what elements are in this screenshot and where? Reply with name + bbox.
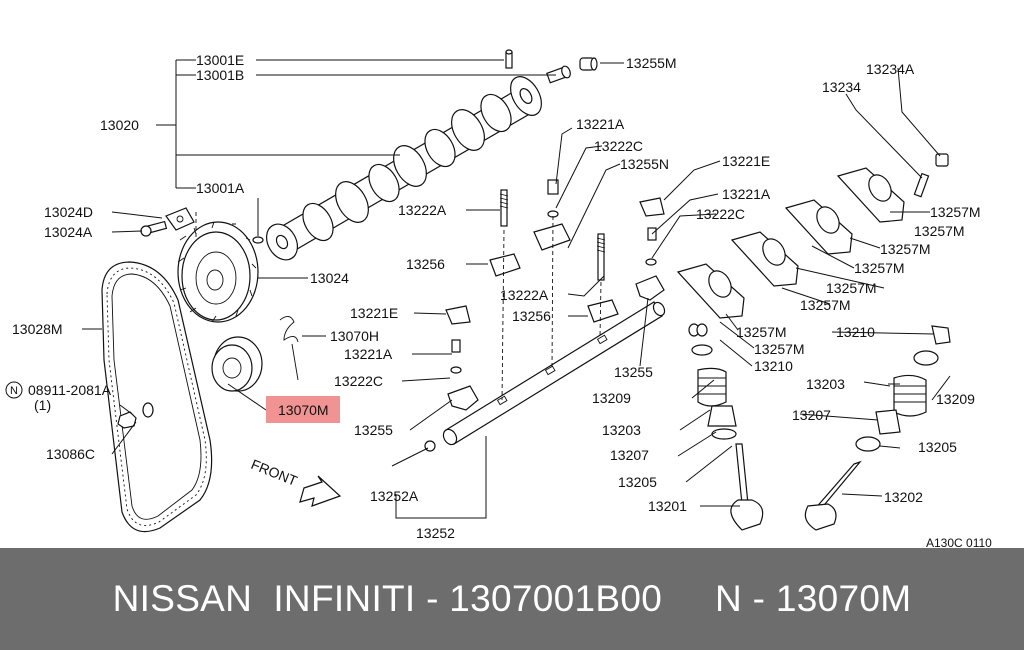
bracket-13221e (445, 197, 665, 325)
label-quantity: (1) (34, 397, 51, 413)
label-13203-left: 13203 (602, 422, 641, 438)
label-08911-2081a: 08911-2081A (28, 382, 112, 398)
label-13257m-1: 13257M (930, 204, 981, 220)
clip-13256 (489, 253, 619, 323)
label-13256-mid: 13256 (512, 308, 551, 324)
label-13234a: 13234A (866, 61, 915, 77)
n-mark-letter: N (10, 385, 18, 397)
sprocket-bolt-13024a (140, 220, 168, 237)
tensioner-spring-13070h (279, 316, 299, 381)
guide-lines (195, 212, 602, 401)
label-13255m: 13255M (626, 55, 677, 71)
label-13221e-left: 13221E (350, 305, 398, 321)
label-13070m: 13070M (278, 402, 329, 418)
tensioner-pulley-13070m (211, 336, 263, 392)
label-13209-right: 13209 (936, 391, 975, 407)
label-13221a-left: 13221A (344, 346, 393, 362)
label-13203-right: 13203 (806, 376, 845, 392)
label-13209-left: 13209 (592, 390, 631, 406)
label-13221a-right: 13221A (722, 186, 771, 202)
label-13222c-right: 13222C (696, 206, 745, 222)
n-mark-icon (5, 381, 23, 399)
leader-lines (82, 59, 951, 519)
retainer-13255n (533, 223, 571, 251)
parts-diagram: 13001E 13001B 13255M 13020 13001A 13024D… (5, 49, 992, 548)
part-labels: 13001E 13001B 13255M 13020 13001A 13024D… (10, 52, 992, 548)
shaft-plug-13252a (424, 440, 436, 452)
label-13207-right: 13207 (792, 407, 831, 423)
sprocket-bracket-13024d (165, 207, 195, 231)
label-13256-left: 13256 (406, 256, 445, 272)
plug-13255m (579, 57, 598, 71)
camshaft-plug (546, 65, 571, 84)
footer-banner: NISSAN INFINITI - 1307001B00 N - 13070M (0, 548, 1024, 650)
label-13255n: 13255N (620, 156, 669, 172)
label-13210-right: 13210 (836, 324, 875, 340)
timing-belt (101, 261, 213, 533)
label-13252: 13252 (416, 525, 455, 541)
label-13257m-2: 13257M (914, 223, 965, 239)
stud-08911 (117, 402, 154, 429)
rocker-shaft-13252 (442, 301, 666, 446)
label-13201: 13201 (648, 498, 687, 514)
label-front: FRONT (249, 456, 300, 489)
label-13255-mid: 13255 (614, 364, 653, 380)
drawing-code: A130C 0110 (926, 536, 992, 548)
label-13024: 13024 (310, 270, 349, 286)
label-13028m: 13028M (12, 321, 63, 337)
rocker-arms-13257m (676, 167, 905, 319)
bolt-13222a (499, 189, 606, 281)
label-13210-left: 13210 (754, 358, 793, 374)
label-13207-left: 13207 (610, 447, 649, 463)
camshaft (265, 76, 542, 261)
label-13202: 13202 (884, 489, 923, 505)
adjust-screw-13234 (913, 153, 949, 198)
label-13257m-5: 13257M (826, 280, 877, 296)
valve-train-right (804, 325, 951, 531)
label-13070h: 13070H (330, 328, 379, 344)
label-13024a: 13024A (44, 224, 93, 240)
label-13234: 13234 (822, 79, 861, 95)
label-13001e: 13001E (196, 52, 244, 68)
label-13257m-3: 13257M (880, 241, 931, 257)
label-13024d: 13024D (44, 204, 93, 220)
label-13257m-8: 13257M (754, 341, 805, 357)
label-13222a-mid: 13222A (500, 287, 549, 303)
label-13252a: 13252A (370, 488, 419, 504)
label-13255-left: 13255 (354, 422, 393, 438)
front-arrow-icon (299, 475, 342, 507)
label-13222c-top: 13222C (594, 138, 643, 154)
footer-part-number: NISSAN INFINITI - 1307001B00 N - 13070M (112, 578, 912, 619)
highlight-13070m (266, 396, 340, 423)
label-13205-left: 13205 (618, 474, 657, 490)
label-13020: 13020 (100, 117, 139, 133)
label-13086c: 13086C (46, 446, 95, 462)
camshaft-sprocket (177, 221, 259, 323)
label-13221e-right: 13221E (722, 153, 770, 169)
dowel-13001a (252, 236, 264, 244)
label-13221a-top: 13221A (576, 116, 625, 132)
label-13001a: 13001A (196, 180, 245, 196)
label-13205-right: 13205 (918, 439, 957, 455)
bolt-13221a (450, 179, 657, 374)
label-13222a-left: 13222A (398, 202, 447, 218)
bracket-13255 (447, 275, 665, 411)
label-13257m-7: 13257M (736, 324, 787, 340)
camshaft-pin (505, 49, 513, 69)
label-13001b: 13001B (196, 67, 244, 83)
label-13222c-left: 13222C (334, 373, 383, 389)
label-13257m-6: 13257M (800, 297, 851, 313)
valve-train-left (688, 323, 764, 531)
label-13257m-4: 13257M (854, 260, 905, 276)
